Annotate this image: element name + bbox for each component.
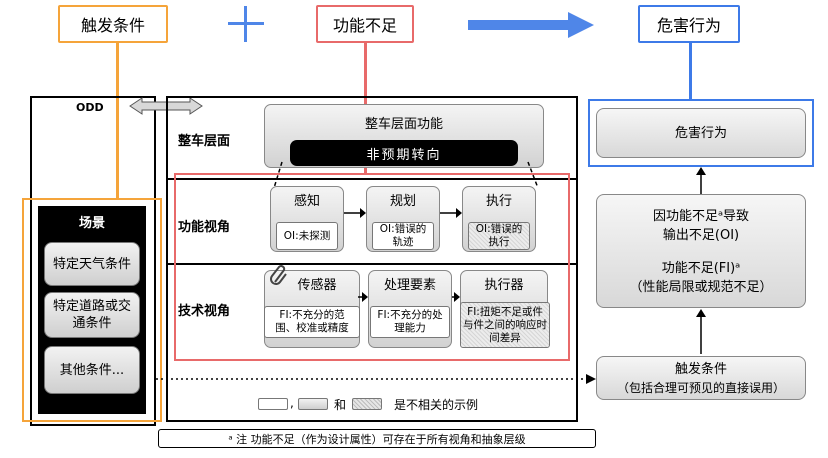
cause-line-2: 输出不足(OI)	[662, 228, 740, 243]
scenario-to-trigger-arrow	[156, 374, 596, 384]
fi-processing-capacity: FI:不充分的处理能力	[370, 306, 450, 338]
main-frame	[166, 96, 578, 422]
hazard-callout-label: 危害行为	[656, 16, 721, 35]
hazard-behavior-label: 危害行为	[674, 125, 727, 141]
hazard-behavior-box: 危害行为	[596, 108, 806, 158]
legend-and: 和	[334, 398, 347, 412]
actuator-label: 执行器	[484, 277, 524, 293]
scenario-item-weather: 特定天气条件	[44, 242, 140, 286]
legend-text: 是不相关的示例	[394, 398, 479, 412]
divider-vehicle-function	[166, 178, 578, 180]
insufficiency-callout-label: 功能不足	[332, 16, 397, 35]
trigger-pointer-line	[116, 43, 119, 200]
cause-line-1: 因功能不足ᵃ导致	[652, 209, 750, 224]
actuation-label: 执行	[485, 193, 512, 209]
legend-swatch-grey	[298, 398, 328, 410]
oi-wrong-execution: OI:错误的执行	[468, 222, 530, 250]
oi-wrong-trajectory: OI:错误的轨迹	[372, 222, 434, 250]
trigger-condition-callout: 触发条件	[58, 5, 168, 43]
scenario-item-other: 其他条件...	[44, 346, 140, 394]
arrow-right-icon	[468, 12, 594, 38]
arrow-up-icon	[696, 167, 706, 194]
insufficiency-callout: 功能不足	[316, 5, 414, 43]
unintended-steering-bar: 非预期转向	[290, 140, 518, 166]
fi-line-1: 功能不足(FI)ᵃ	[661, 261, 741, 276]
legend-swatch-hatched	[352, 398, 382, 410]
trigger-condition-box: 触发条件 （包括合理可预见的直接误用）	[596, 356, 806, 400]
odd-frame	[30, 96, 156, 426]
function-row-arrows	[344, 208, 462, 218]
legend-comma: ,	[290, 396, 294, 410]
level-tech-label: 技术视角	[178, 304, 231, 319]
scenario-highlight	[22, 198, 162, 422]
insufficiency-highlight	[174, 173, 570, 361]
tech-row-arrows	[358, 292, 460, 302]
level-vehicle-label: 整车层面	[178, 134, 231, 149]
vehicle-function-title: 整车层面功能	[364, 116, 443, 132]
vehicle-to-function-connectors	[273, 161, 539, 189]
oi-not-detected: OI:未探测	[276, 222, 338, 250]
divider-function-tech	[166, 263, 578, 265]
planning-label: 规划	[389, 193, 416, 209]
perception-label: 感知	[293, 193, 320, 209]
hazard-highlight	[588, 99, 814, 167]
hazard-callout: 危害行为	[638, 5, 740, 43]
sensor-label: 传感器	[297, 277, 337, 293]
trigger-line-1: 触发条件	[674, 362, 727, 377]
footnote-text: ᵃ 注 功能不足（作为设计属性）可存在于所有视角和抽象层级	[228, 432, 526, 446]
hazard-pointer-line	[689, 43, 692, 99]
fi-sensor-range: FI:不充分的范围、校准或精度	[264, 306, 360, 338]
fi-actuator-torque: FI:扭矩不足或件与件之间的响应时间差异	[460, 302, 550, 348]
fi-line-2: （性能局限或规范不足）	[629, 280, 773, 295]
scenario-item-road: 特定道路或交通条件	[44, 292, 140, 338]
odd-label: ODD	[76, 101, 104, 114]
legend-swatch-white	[258, 398, 288, 410]
arrow-up-icon-2	[696, 309, 706, 354]
scenario-title: 场景	[78, 215, 105, 231]
trigger-condition-callout-label: 触发条件	[80, 16, 145, 35]
cause-box: 因功能不足ᵃ导致 输出不足(OI) 功能不足(FI)ᵃ （性能局限或规范不足）	[596, 194, 806, 308]
processing-label: 处理要素	[383, 277, 436, 293]
footnote: ᵃ 注 功能不足（作为设计属性）可存在于所有视角和抽象层级	[158, 429, 596, 448]
paperclip-icon	[270, 265, 287, 285]
plus-icon	[228, 6, 264, 42]
level-function-label: 功能视角	[178, 220, 231, 235]
trigger-line-2: （包括合理可预见的直接误用）	[616, 381, 785, 395]
